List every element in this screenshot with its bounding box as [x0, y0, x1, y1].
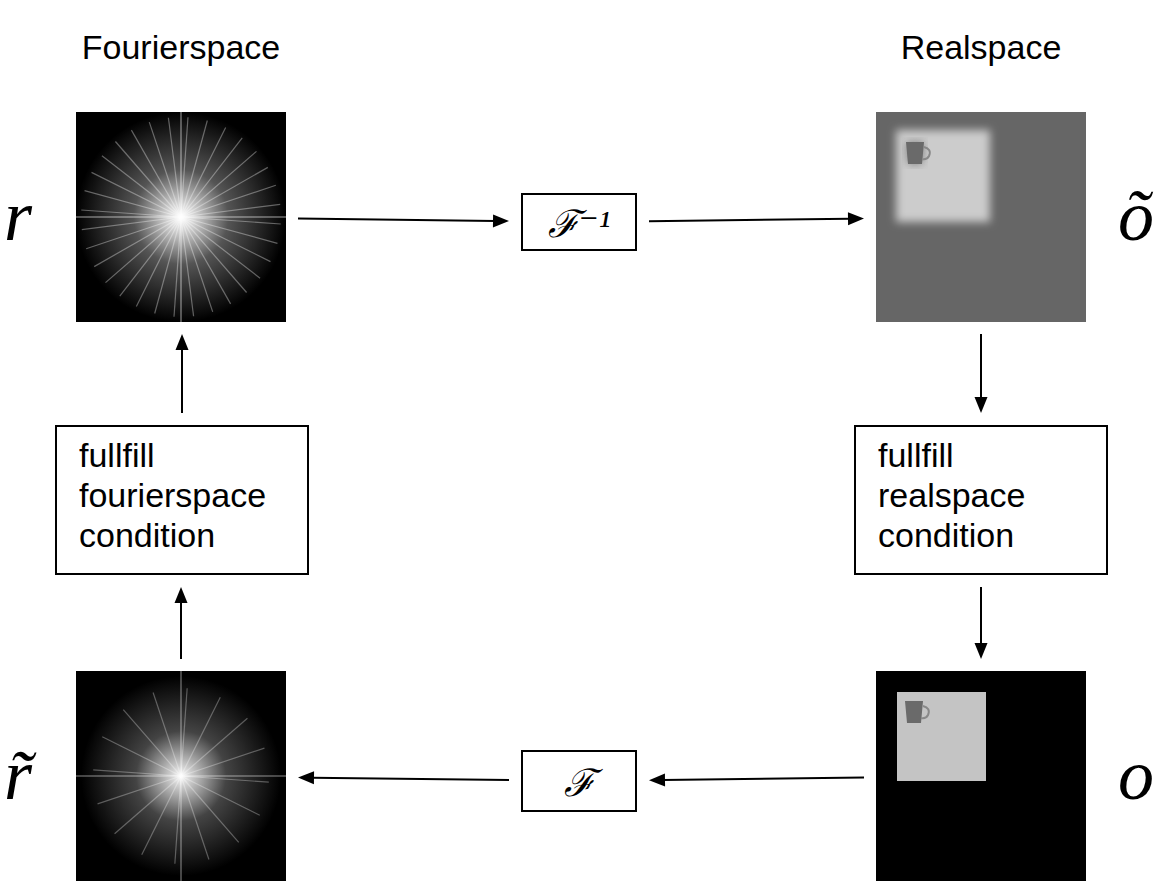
column-heading: Fourierspace: [82, 28, 280, 67]
condition-text: fullfill fourierspace condition: [79, 435, 297, 555]
image-node: õ: [876, 112, 1086, 322]
image-label: r̃: [4, 739, 32, 811]
condition-text: fullfill realspace condition: [878, 435, 1096, 555]
flow-arrow: [975, 334, 988, 413]
flow-arrow: [649, 773, 864, 786]
image-node: r: [76, 112, 286, 322]
image-node: o: [876, 671, 1086, 881]
condition-box: fullfill fourierspace condition: [55, 425, 309, 575]
operator-box: ℱ⁻¹: [521, 193, 637, 251]
flow-arrow: [649, 212, 864, 225]
image-label: õ: [1118, 180, 1154, 252]
flow-arrow: [175, 587, 188, 659]
flow-arrow: [176, 334, 189, 413]
image-label: o: [1118, 739, 1154, 811]
condition-box: fullfill realspace condition: [854, 425, 1108, 575]
operator-text: ℱ⁻¹: [548, 196, 610, 248]
flow-arrow: [298, 214, 509, 227]
realspace-image: [876, 671, 1086, 881]
image-node: r̃: [76, 671, 286, 881]
fourier-image: [76, 671, 286, 881]
column-heading: Realspace: [901, 28, 1062, 67]
image-label: r: [4, 180, 32, 252]
flow-arrow: [975, 587, 988, 659]
fourier-image: [76, 112, 286, 322]
realspace-image: [876, 112, 1086, 322]
operator-text: ℱ: [564, 755, 595, 807]
operator-box: ℱ: [521, 750, 637, 812]
flow-arrow: [298, 771, 509, 784]
